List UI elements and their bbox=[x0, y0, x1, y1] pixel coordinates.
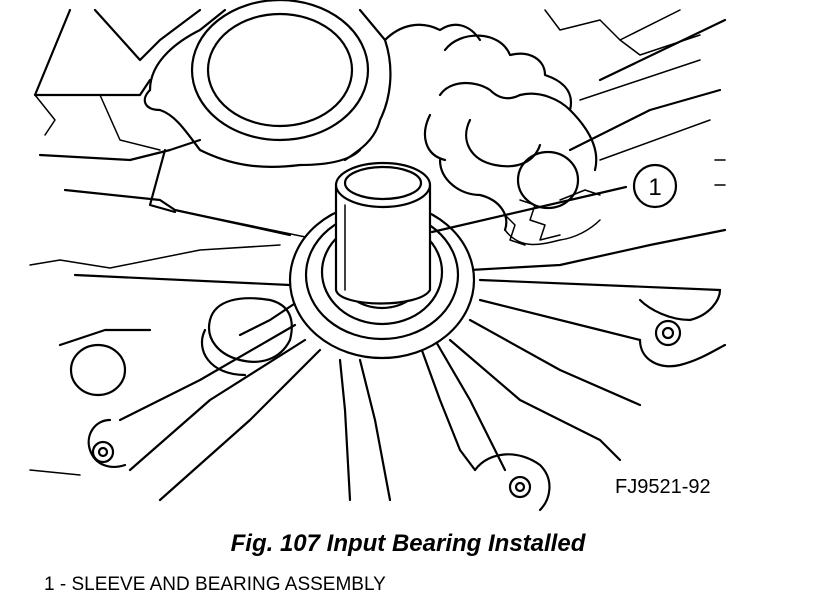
callout-legend: 1 - SLEEVE AND BEARING ASSEMBLY bbox=[44, 574, 386, 596]
callout-1: 1 bbox=[430, 163, 678, 234]
input-bearing-diagram: 1 FJ9521-92 bbox=[29, 0, 727, 512]
legend-number: 1 bbox=[44, 574, 55, 595]
top-boss bbox=[143, 0, 392, 168]
right-webs bbox=[448, 228, 727, 462]
upper-right-bosses bbox=[383, 9, 727, 246]
figure-caption: Fig. 107 Input Bearing Installed bbox=[230, 530, 586, 557]
left-boss bbox=[69, 297, 293, 397]
casting-outline bbox=[29, 8, 321, 347]
legend-label: SLEEVE AND BEARING ASSEMBLY bbox=[71, 574, 386, 595]
lower-webs bbox=[29, 298, 551, 512]
legend-separator: - bbox=[54, 574, 72, 595]
callout-1-number: 1 bbox=[648, 174, 661, 201]
figure-code: FJ9521-92 bbox=[615, 476, 711, 498]
sleeve bbox=[334, 161, 432, 305]
